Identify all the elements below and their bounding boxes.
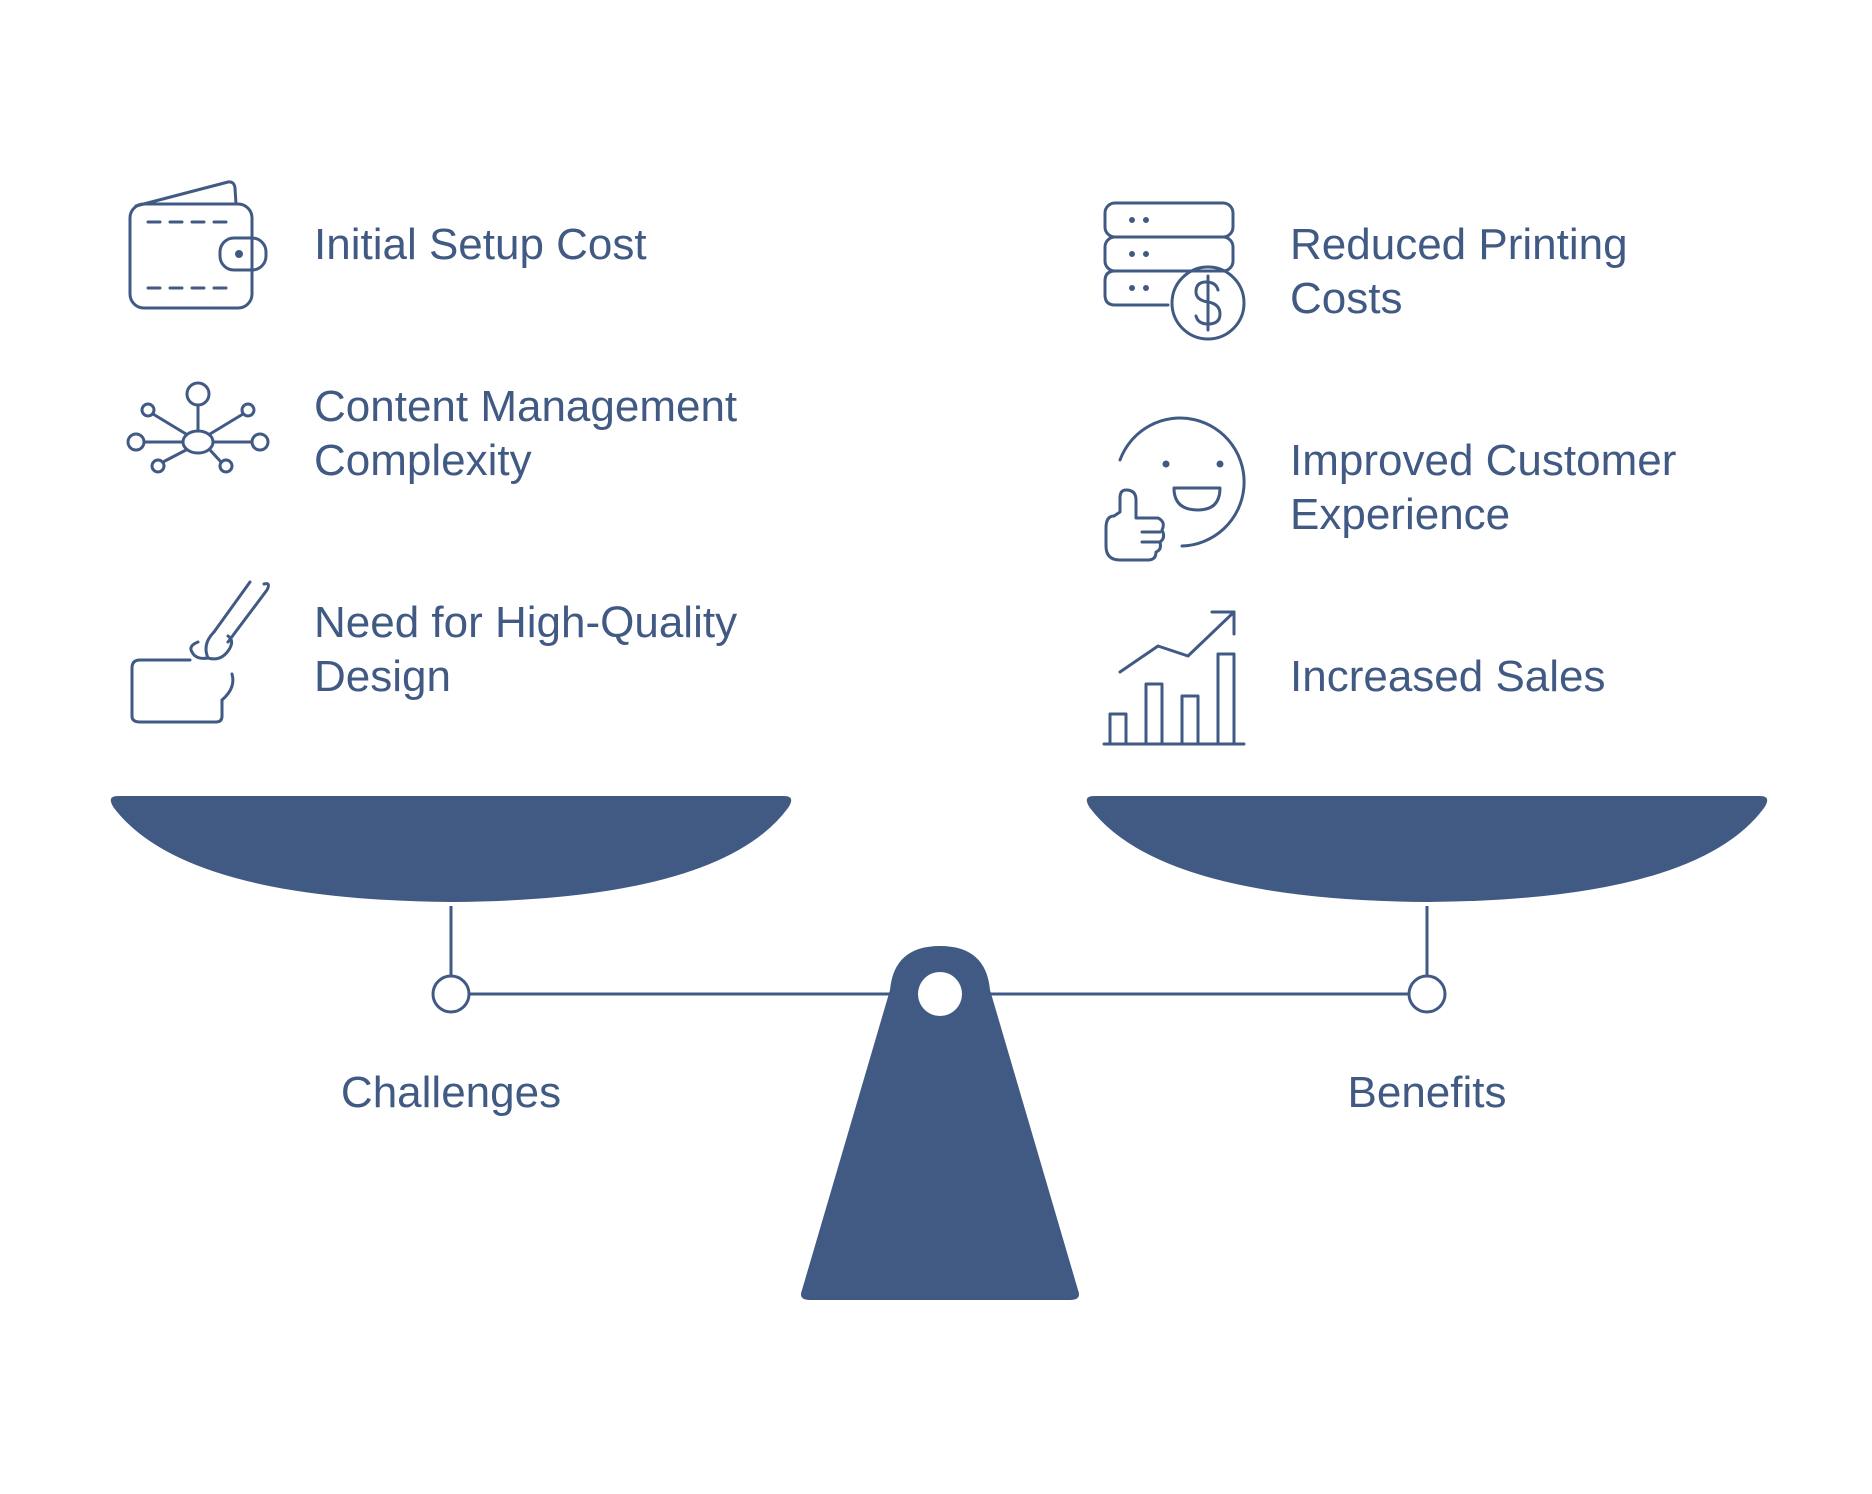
left-joint — [431, 974, 471, 1014]
challenge-item-initial-setup-cost: Initial Setup Cost — [314, 218, 647, 272]
challenge-item-line: Design — [314, 652, 451, 701]
wallet-icon — [126, 180, 272, 315]
paintbrush-hand-icon — [126, 578, 272, 729]
benefit-item-line: Improved Customer — [1290, 436, 1677, 485]
benefit-item-increased-sales: Increased Sales — [1290, 650, 1606, 704]
right-pan — [1086, 796, 1768, 902]
fulcrum — [801, 946, 1079, 1300]
benefit-item-line: Experience — [1290, 490, 1511, 539]
benefits-label: Benefits — [1347, 1068, 1507, 1117]
benefit-item-reduced-printing-costs: Reduced Printing Costs — [1290, 218, 1628, 326]
growth-chart-icon — [1102, 608, 1248, 759]
benefit-item-line: Increased Sales — [1290, 652, 1606, 701]
smiley-thumbs-up-icon — [1102, 416, 1248, 567]
challenge-item-content-management: Content Management Complexity — [314, 380, 737, 488]
fulcrum-pivot-hole — [918, 972, 962, 1016]
network-nodes-icon — [126, 380, 272, 485]
benefit-item-line: Reduced Printing — [1290, 220, 1628, 269]
challenge-item-line: Content Management — [314, 382, 738, 431]
benefit-item-improved-customer-experience: Improved Customer Experience — [1290, 434, 1676, 542]
challenge-item-high-quality-design: Need for High-Quality Design — [314, 596, 737, 704]
server-dollar-icon — [1102, 200, 1248, 351]
challenge-item-line: Initial Setup Cost — [314, 220, 647, 269]
challenges-label: Challenges — [340, 1068, 562, 1117]
left-pan — [110, 796, 792, 902]
challenge-item-line: Need for High-Quality — [314, 598, 738, 647]
right-joint — [1407, 974, 1447, 1014]
benefit-item-line: Costs — [1290, 274, 1403, 323]
challenge-item-line: Complexity — [314, 436, 532, 485]
